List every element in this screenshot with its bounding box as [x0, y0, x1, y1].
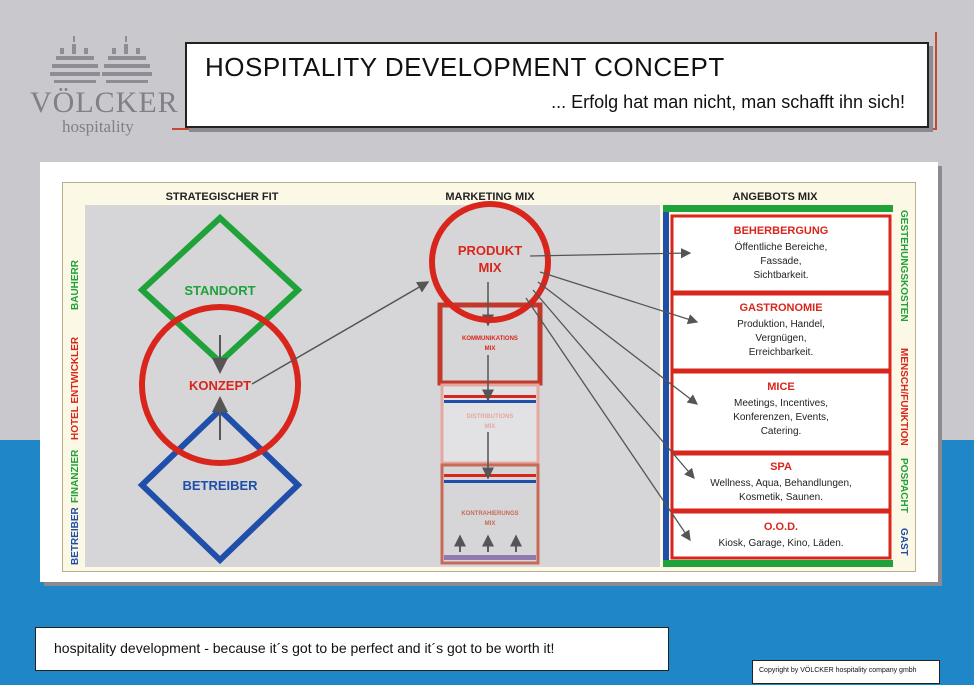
- left-label-bauherr: BAUHERR: [70, 259, 81, 310]
- offer-line: Öffentliche Bereiche,: [735, 241, 828, 253]
- offer-line: Meetings, Incentives,: [734, 398, 828, 409]
- produkt-mix-label-1: PRODUKT: [458, 243, 522, 258]
- offer-mice-box: [670, 370, 892, 454]
- right-label-gast: GAST: [898, 528, 909, 556]
- kontrahierungs-stripe-blue: [444, 480, 536, 483]
- kommunikations-label-2: MIX: [485, 346, 496, 352]
- kontrahierungs-stripe-bottom: [444, 555, 536, 560]
- offer-title: GASTRONOMIE: [739, 302, 822, 314]
- copyright-box: Copyright by VÖLCKER hospitality company…: [752, 660, 940, 684]
- header-strategic-fit: STRATEGISCHER FIT: [166, 191, 279, 203]
- offer-line: Produktion, Handel,: [737, 319, 825, 330]
- page-title: HOSPITALITY DEVELOPMENT CONCEPT: [205, 52, 725, 82]
- offer-line: Sichtbarkeit.: [753, 270, 808, 281]
- offer-mice: MICE Meetings, Incentives, Konferenzen, …: [670, 370, 892, 454]
- crown-icon: [50, 36, 152, 83]
- offer-beherbergung: BEHERBERGUNG Öffentliche Bereiche, Fassa…: [670, 214, 892, 294]
- angebot-left-bar: [663, 205, 669, 567]
- distributions-label-2: MIX: [485, 424, 496, 430]
- logo-subtitle: hospitality: [62, 117, 134, 136]
- betreiber-label: BETREIBER: [182, 478, 258, 493]
- left-vertical-labels: BETREIBER FINANZIER HOTEL ENTWICKLER BAU…: [70, 259, 81, 565]
- arrow-produkt-ood: [525, 297, 691, 542]
- offer-gastronomie-box: [670, 292, 892, 372]
- right-vertical-labels: GESTEHUNGSKOSTEN MENSCH/FUNKTION POSPACH…: [898, 210, 909, 556]
- title-accent-line: [172, 128, 937, 130]
- offer-ood-box: [670, 510, 892, 560]
- offer-line: Vergnügen,: [755, 333, 806, 344]
- offer-line: Catering.: [761, 426, 802, 437]
- company-logo: [28, 22, 178, 142]
- konzept-circle: [139, 304, 301, 466]
- konzept-label: KONZEPT: [189, 378, 251, 393]
- offer-title: MICE: [767, 381, 795, 393]
- produkt-mix-circle: [429, 201, 551, 323]
- offer-beherbergung-box: [670, 214, 892, 294]
- kontrahierungs-label-2: MIX: [485, 521, 496, 527]
- offer-line: Kiosk, Garage, Kino, Läden.: [718, 538, 843, 549]
- left-label-finanzier: FINANZIER: [70, 449, 81, 503]
- header-angebots-mix: ANGEBOTS MIX: [733, 191, 819, 203]
- right-label-gestehungskosten: GESTEHUNGSKOSTEN: [898, 210, 909, 322]
- distributions-stripe-red: [444, 395, 536, 398]
- slogan-text: hospitality development - because it´s g…: [54, 640, 555, 656]
- logo-name: VÖLCKER: [30, 86, 179, 119]
- title-accent-vertical: [935, 32, 937, 130]
- angebot-bottom-bar: [663, 560, 893, 567]
- arrow-produkt-gastronomie: [539, 271, 699, 325]
- offer-title: O.O.D.: [764, 521, 798, 533]
- offer-title: BEHERBERGUNG: [734, 225, 829, 237]
- distributions-label-1: DISTRIBUTIONS: [467, 414, 514, 420]
- offer-line: Fassade,: [760, 256, 801, 267]
- betreiber-diamond: [137, 405, 303, 565]
- offer-spa-box: [670, 452, 892, 512]
- produkt-mix-label-2: MIX: [478, 260, 501, 275]
- kontrahierungs-stripe-red: [444, 474, 536, 477]
- header-marketing-mix: MARKETING MIX: [445, 191, 535, 203]
- kommunikations-label-1: KOMMUNIKATIONS: [462, 336, 518, 342]
- distributions-stripe-blue: [444, 400, 536, 403]
- angebot-top-bar: [663, 205, 893, 212]
- left-label-hotel-entwickler: HOTEL ENTWICKLER: [70, 336, 81, 440]
- offer-spa: SPA Wellness, Aqua, Behandlungen, Kosmet…: [670, 452, 892, 512]
- offer-line: Erreichbarkeit.: [749, 347, 813, 358]
- diagram-grey-area: [85, 205, 660, 567]
- arrow-produkt-spa: [532, 289, 695, 479]
- copyright-text: Copyright by VÖLCKER hospitality company…: [759, 667, 917, 674]
- arrow-produkt-beherbergung: [529, 247, 692, 259]
- kommunikations-box: [437, 302, 543, 386]
- offer-ood: O.O.D. Kiosk, Garage, Kino, Läden.: [670, 510, 892, 560]
- title-box: HOSPITALITY DEVELOPMENT CONCEPT ... Erfo…: [185, 42, 929, 128]
- page-subtitle: ... Erfolg hat man nicht, man schafft ih…: [551, 92, 905, 112]
- offer-gastronomie: GASTRONOMIE Produktion, Handel, Vergnüge…: [670, 292, 892, 372]
- arrow-konzept-produkt: [251, 281, 430, 385]
- standort-label: STANDORT: [184, 283, 255, 298]
- right-label-mensch-funktion: MENSCH/FUNKTION: [898, 348, 909, 446]
- slogan-box: hospitality development - because it´s g…: [35, 627, 669, 671]
- arrow-produkt-mice: [537, 281, 699, 405]
- right-label-pospacht: POSPACHT: [898, 458, 909, 513]
- left-label-betreiber: BETREIBER: [70, 506, 81, 565]
- offer-title: SPA: [770, 461, 792, 473]
- offer-line: Wellness, Aqua, Behandlungen,: [710, 478, 852, 489]
- kontrahierungs-label-1: KONTRAHIERUNGS: [461, 511, 518, 517]
- offer-line: Konferenzen, Events,: [733, 412, 829, 423]
- offer-line: Kosmetik, Saunen.: [739, 492, 823, 503]
